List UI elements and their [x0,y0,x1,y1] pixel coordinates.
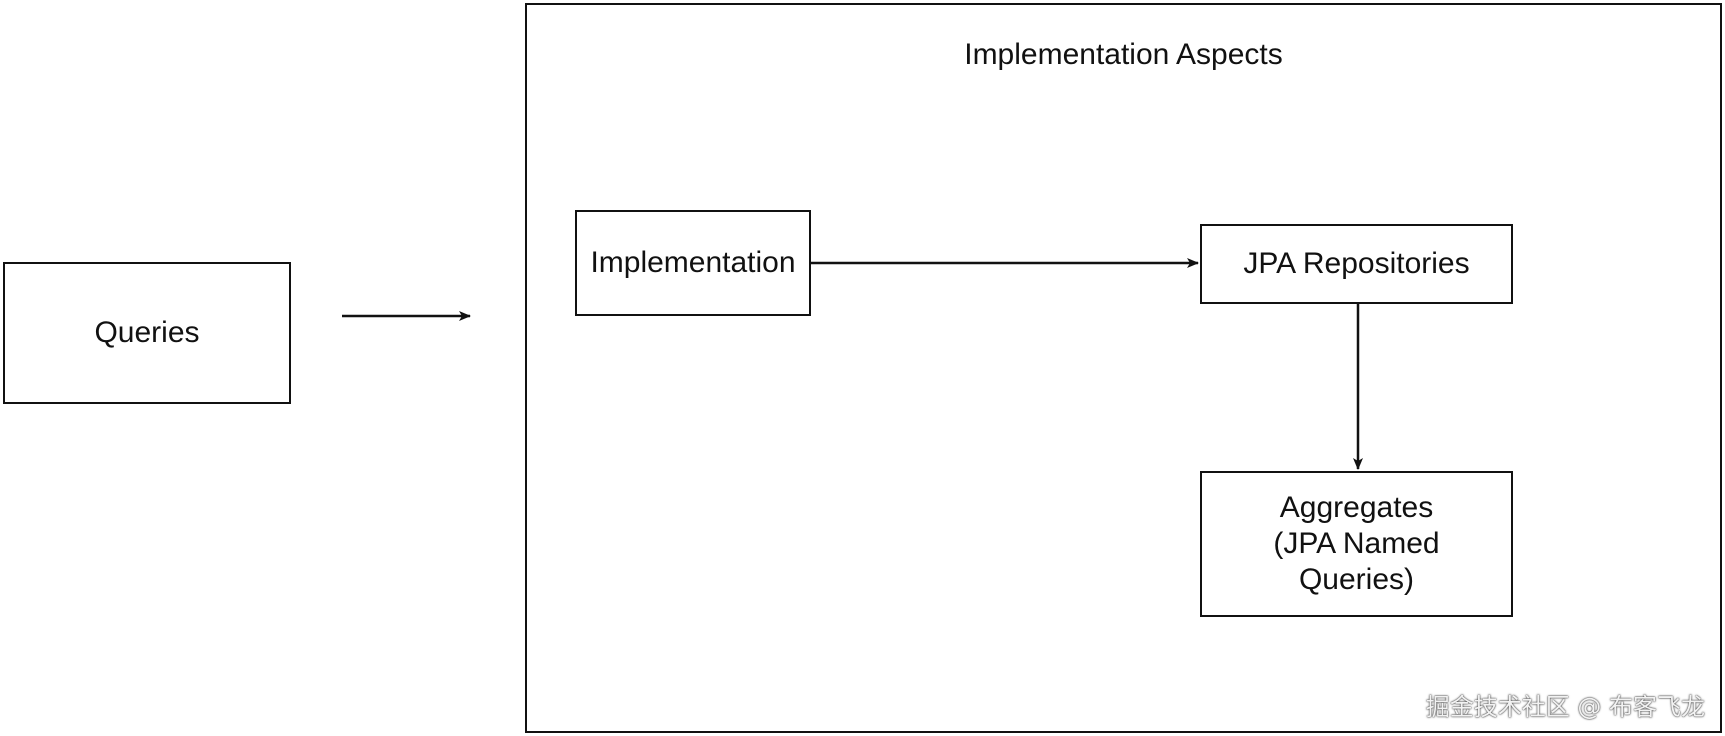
implementation-label: Implementation [590,246,796,279]
aggregates-label-line-2: (JPA Named [1273,527,1440,560]
implementation-box: Implementation [575,210,811,316]
aggregates-label-line-3: Queries) [1298,563,1415,596]
container-title: Implementation Aspects [964,38,1283,71]
queries-label: Queries [94,316,200,349]
jpa-repositories-label: JPA Repositories [1243,247,1470,280]
implementation-aspects-container: Implementation Aspects [525,3,1722,733]
aggregates-label-line-1: Aggregates [1279,491,1434,524]
aggregates-label: Aggregates (JPA Named Queries) [1273,490,1439,598]
watermark: 掘金技术社区 @ 布客飞龙 [1425,693,1705,721]
queries-box: Queries [3,262,291,404]
jpa-repositories-box: JPA Repositories [1200,224,1513,304]
aggregates-box: Aggregates (JPA Named Queries) [1200,471,1513,617]
